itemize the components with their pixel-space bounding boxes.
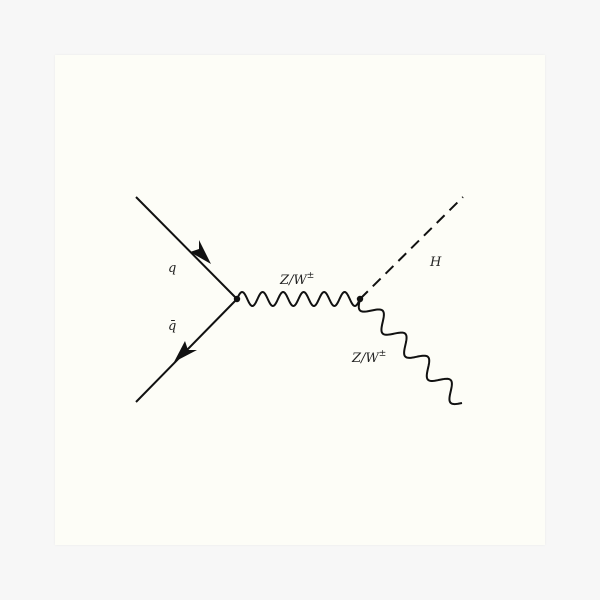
outgoing-boson-label-sup: ± bbox=[379, 349, 387, 359]
vertex-1 bbox=[233, 295, 241, 303]
diagram-canvas bbox=[55, 55, 545, 545]
quark-label: q bbox=[168, 261, 176, 276]
vertex-2 bbox=[356, 295, 364, 303]
internal-boson-label-main: Z/W bbox=[279, 273, 308, 288]
internal-boson-label-sup: ± bbox=[307, 271, 315, 281]
antiquark-label: q̄ bbox=[168, 319, 176, 334]
higgs-line bbox=[359, 196, 464, 300]
quark-line bbox=[135, 196, 238, 300]
outgoing-boson-label-main: Z/W bbox=[351, 351, 380, 366]
antiquark-arrow-icon bbox=[174, 341, 197, 362]
outgoing-boson-label: Z/W± bbox=[351, 349, 386, 366]
quark-arrow-icon bbox=[190, 240, 211, 264]
internal-boson-line bbox=[236, 290, 361, 308]
antiquark-line bbox=[135, 298, 238, 403]
internal-boson-label: Z/W± bbox=[279, 271, 314, 288]
outgoing-boson-line bbox=[357, 298, 463, 406]
higgs-label: H bbox=[429, 255, 442, 270]
